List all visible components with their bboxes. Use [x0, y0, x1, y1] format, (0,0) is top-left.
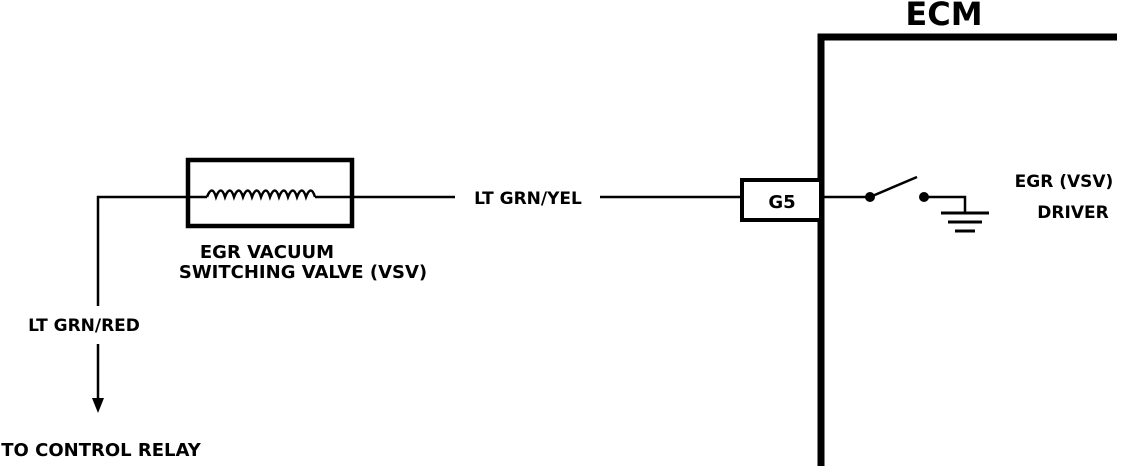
vsv-solenoid-box — [185, 157, 355, 229]
driver-label-line2: DRIVER — [1037, 203, 1108, 223]
driver-label-line1: EGR (VSV) — [1015, 172, 1114, 192]
ecm-label: ECM — [905, 0, 982, 33]
connector-g5-box — [740, 178, 823, 222]
supply-wire-arrowhead — [92, 398, 104, 413]
vsv-label-line2: SWITCHING VALVE (VSV) — [179, 262, 427, 283]
supply-wire-label: LT GRN/RED — [28, 316, 140, 336]
connector-pin-label: G5 — [768, 192, 795, 213]
vsv-label-line1: EGR VACUUM — [200, 242, 334, 263]
signal-wire-label: LT GRN/YEL — [474, 189, 582, 209]
supply-wire — [96, 195, 188, 405]
to-control-relay-label: TO CONTROL RELAY — [1, 440, 201, 461]
ground-wire — [924, 195, 967, 212]
switch-blade — [869, 175, 918, 199]
ecm-boundary — [817, 33, 1117, 466]
ground-icon — [941, 211, 989, 233]
vsv-coil-icon — [205, 189, 317, 201]
supply-wire-label-gap — [90, 306, 106, 344]
